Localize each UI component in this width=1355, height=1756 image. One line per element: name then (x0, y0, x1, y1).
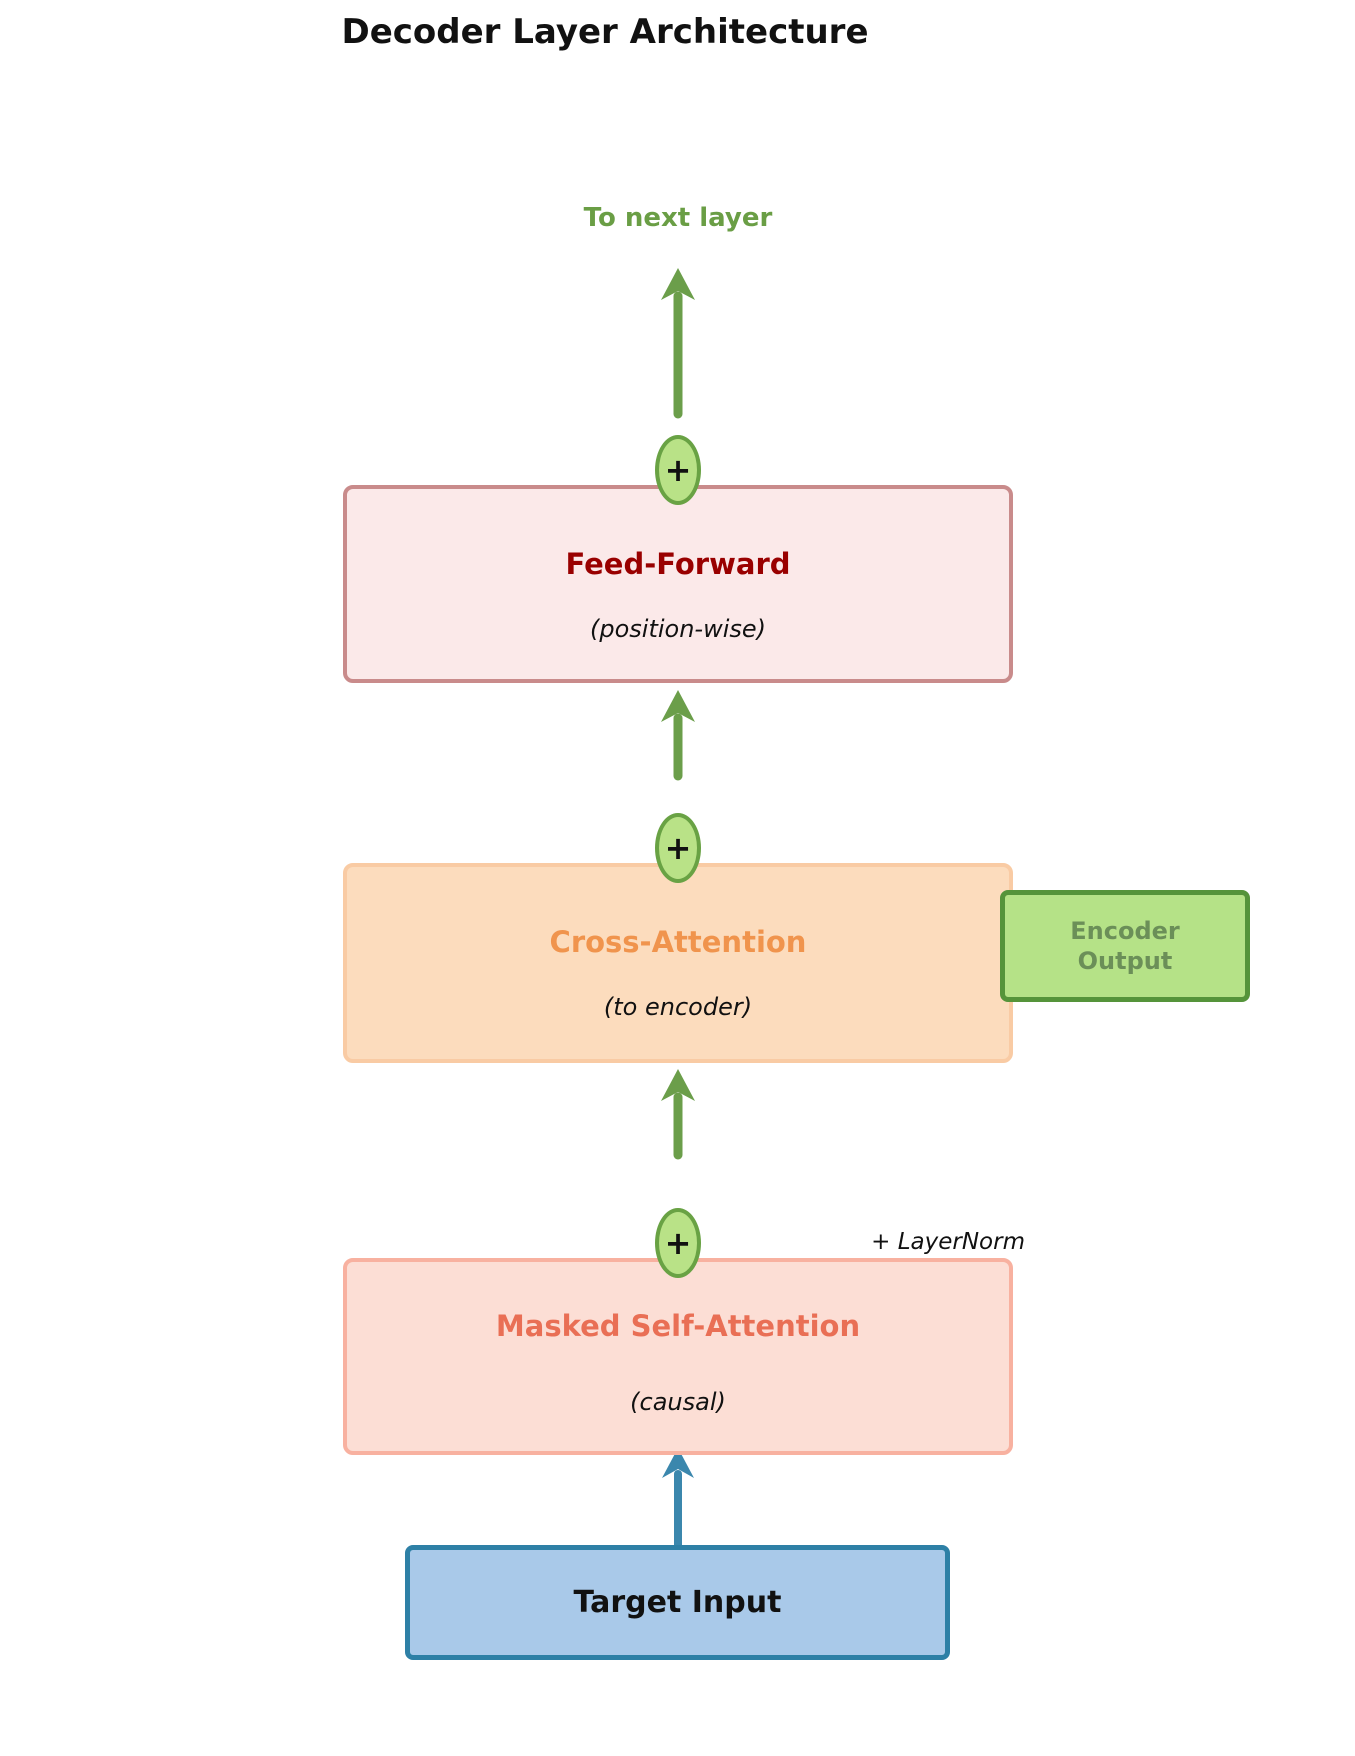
page-title: Decoder Layer Architecture (341, 12, 869, 52)
masked-self-attention-block: Masked Self-Attention (causal) (343, 1258, 1013, 1455)
plus-icon: + (664, 1224, 692, 1262)
encoder-output-label: Encoder Output (1070, 917, 1180, 975)
arrow-cross-attention-to-feed-forward-icon (661, 690, 695, 781)
plus-icon: + (664, 451, 692, 489)
residual-add-node-feed-forward: + (655, 435, 701, 505)
masked-self-attention-title: Masked Self-Attention (495, 1309, 861, 1343)
target-input-block: Target Input (405, 1545, 950, 1660)
cross-attention-subtitle: (to encoder) (603, 993, 753, 1021)
arrow-target-input-to-masked-attention-icon (662, 1448, 694, 1556)
arrow-up-to-next-layer-icon (661, 268, 695, 419)
residual-add-node-masked-attention: + (655, 1208, 701, 1278)
residual-add-node-cross-attention: + (655, 813, 701, 883)
cross-attention-block: Cross-Attention (to encoder) (343, 863, 1013, 1063)
cross-attention-title: Cross-Attention (549, 925, 807, 959)
feed-forward-subtitle: (position-wise) (589, 615, 766, 643)
target-input-label: Target Input (573, 1585, 782, 1620)
feed-forward-title: Feed-Forward (565, 547, 791, 581)
feed-forward-block: Feed-Forward (position-wise) (343, 485, 1013, 683)
layer-norm-annotation: + LayerNorm (871, 1229, 1025, 1255)
encoder-output-block: Encoder Output (1000, 890, 1250, 1002)
masked-self-attention-subtitle: (causal) (630, 1388, 726, 1416)
arrow-masked-attention-to-cross-attention-icon (661, 1069, 695, 1160)
to-next-layer-label: To next layer (583, 203, 773, 233)
plus-icon: + (664, 829, 692, 867)
